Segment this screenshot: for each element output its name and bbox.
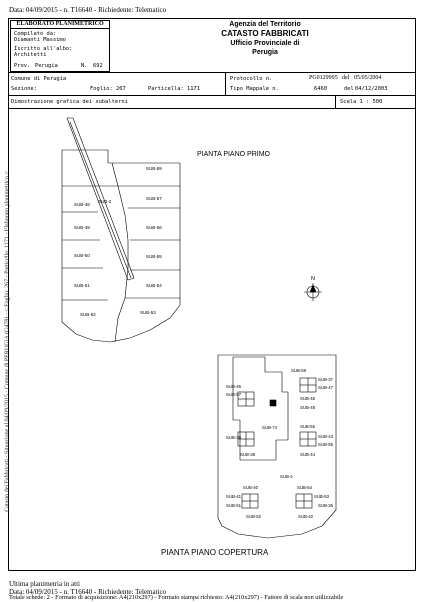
scala-text: Scala 1 : 500 — [340, 99, 383, 105]
catasto-title: CATASTO FABBRICATI — [221, 29, 309, 38]
north-label: N — [311, 276, 315, 282]
unit-label: SUB-56 — [300, 424, 316, 429]
box-title: ELABORATO PLANIMETRICO — [11, 21, 109, 29]
tipo-value: 6460 — [314, 86, 327, 92]
unit-label: SUB-74 — [262, 425, 278, 430]
sezione-label: Sezione: — [11, 86, 37, 92]
north-arrow — [304, 283, 322, 301]
plan-copertura — [217, 354, 337, 539]
unit-label: SUB-55 — [318, 442, 334, 447]
unit-label: SUB-39 — [226, 435, 242, 440]
protocollo-date: 05/05/2004 — [354, 75, 382, 81]
n-value: 692 — [93, 63, 103, 69]
unit-label: SUB-44 — [300, 452, 316, 457]
unit-label: SUB-55 — [146, 254, 162, 259]
unit-label: SUB-58 — [291, 368, 307, 373]
document-frame — [8, 18, 416, 571]
foglio-text: Foglio: 267 — [90, 86, 126, 92]
unit-label: SUB-42 — [298, 514, 314, 519]
protocollo-label: Protocollo n. — [230, 76, 273, 82]
unit-label: SUB-59 — [146, 166, 162, 171]
plan-primo — [61, 117, 181, 343]
iscritto-value: Architetti — [14, 52, 47, 58]
unit-label: SUB-57 — [146, 196, 162, 201]
unit-label: SUB-51 — [226, 503, 242, 508]
n-label: N. — [81, 63, 88, 69]
unit-label: SUB-45 — [300, 396, 316, 401]
protocollo-del: del — [342, 75, 350, 81]
unit-label: SUB-47 — [318, 385, 334, 390]
plan-primo-title: PIANTA PIANO PRIMO — [197, 151, 270, 158]
unit-label: SUB-48 — [300, 405, 316, 410]
compilato-value: Diamanti Massimo — [14, 37, 66, 43]
tipo-del: del — [344, 86, 354, 92]
unit-label: SUB-40 — [243, 485, 259, 490]
ufficio-city: Perugia — [252, 49, 278, 56]
top-stamp: Data: 04/09/2015 - n. T16640 - Richieden… — [9, 6, 167, 14]
unit-label: SUB-49 — [74, 225, 90, 230]
unit-label: SUB-52 — [80, 312, 96, 317]
unit-label: SUB-43 — [318, 434, 334, 439]
unit-label: SUB-53 — [314, 494, 330, 499]
tipo-date: 04/12/2003 — [355, 86, 388, 92]
compilato-label: Compilato da: — [14, 31, 57, 37]
unit-label: SUB-2 — [280, 474, 293, 479]
plan-copertura-title: PIANTA PIANO COPERTURA — [161, 548, 269, 557]
header-info-box: ELABORATO PLANIMETRICO Compilato da: Dia… — [10, 20, 110, 72]
unit-label: SUB-41 — [226, 494, 242, 499]
unit-label: SUB-51 — [74, 283, 90, 288]
unit-label: SUB-38 — [240, 452, 256, 457]
dimostrazione-text: Dimostrazione grafica dei subalterni — [11, 99, 128, 105]
unit-label: SUB-52 — [246, 514, 262, 519]
footer-line-1: Data: 04/09/2015 - n. T16640 - Richieden… — [9, 588, 167, 596]
iscritto-label: Iscritto all'albo: — [14, 46, 73, 52]
unit-label: SUB-36 — [318, 503, 334, 508]
unit-label: SUB-46 — [226, 384, 242, 389]
unit-label: SUB-2 — [98, 199, 112, 204]
unit-label: SUB-53 — [140, 310, 156, 315]
prov-value: Perugia — [35, 63, 58, 69]
agency-name: Agenzia del Territorio — [229, 21, 301, 28]
comune-text: Comune di Perugia — [11, 76, 67, 82]
tipo-label: Tipo Mappale n. — [230, 86, 279, 92]
unit-label: SUB-50 — [74, 253, 90, 258]
unit-label: SUB-57 — [226, 392, 242, 397]
ultima-planimetria: Ultima planimetria in atti — [9, 580, 80, 588]
footer-line-2: Totale schede: 2 - Formato di acquisizio… — [9, 594, 344, 601]
particella-text: Particella: 1171 — [148, 86, 200, 92]
unit-label: SUB-37 — [318, 377, 334, 382]
unit-label: SUB-56 — [146, 225, 162, 230]
header-agency-block: Agenzia del Territorio CATASTO FABBRICAT… — [200, 20, 330, 57]
ufficio-label: Ufficio Provinciale di — [230, 40, 300, 47]
unit-label: SUB-48 — [74, 202, 90, 207]
protocollo-value: PG0129995 — [309, 75, 338, 81]
unit-label: SUB-54 — [297, 485, 313, 490]
unit-label: SUB-54 — [146, 283, 162, 288]
prov-label: Prov. — [14, 63, 31, 69]
